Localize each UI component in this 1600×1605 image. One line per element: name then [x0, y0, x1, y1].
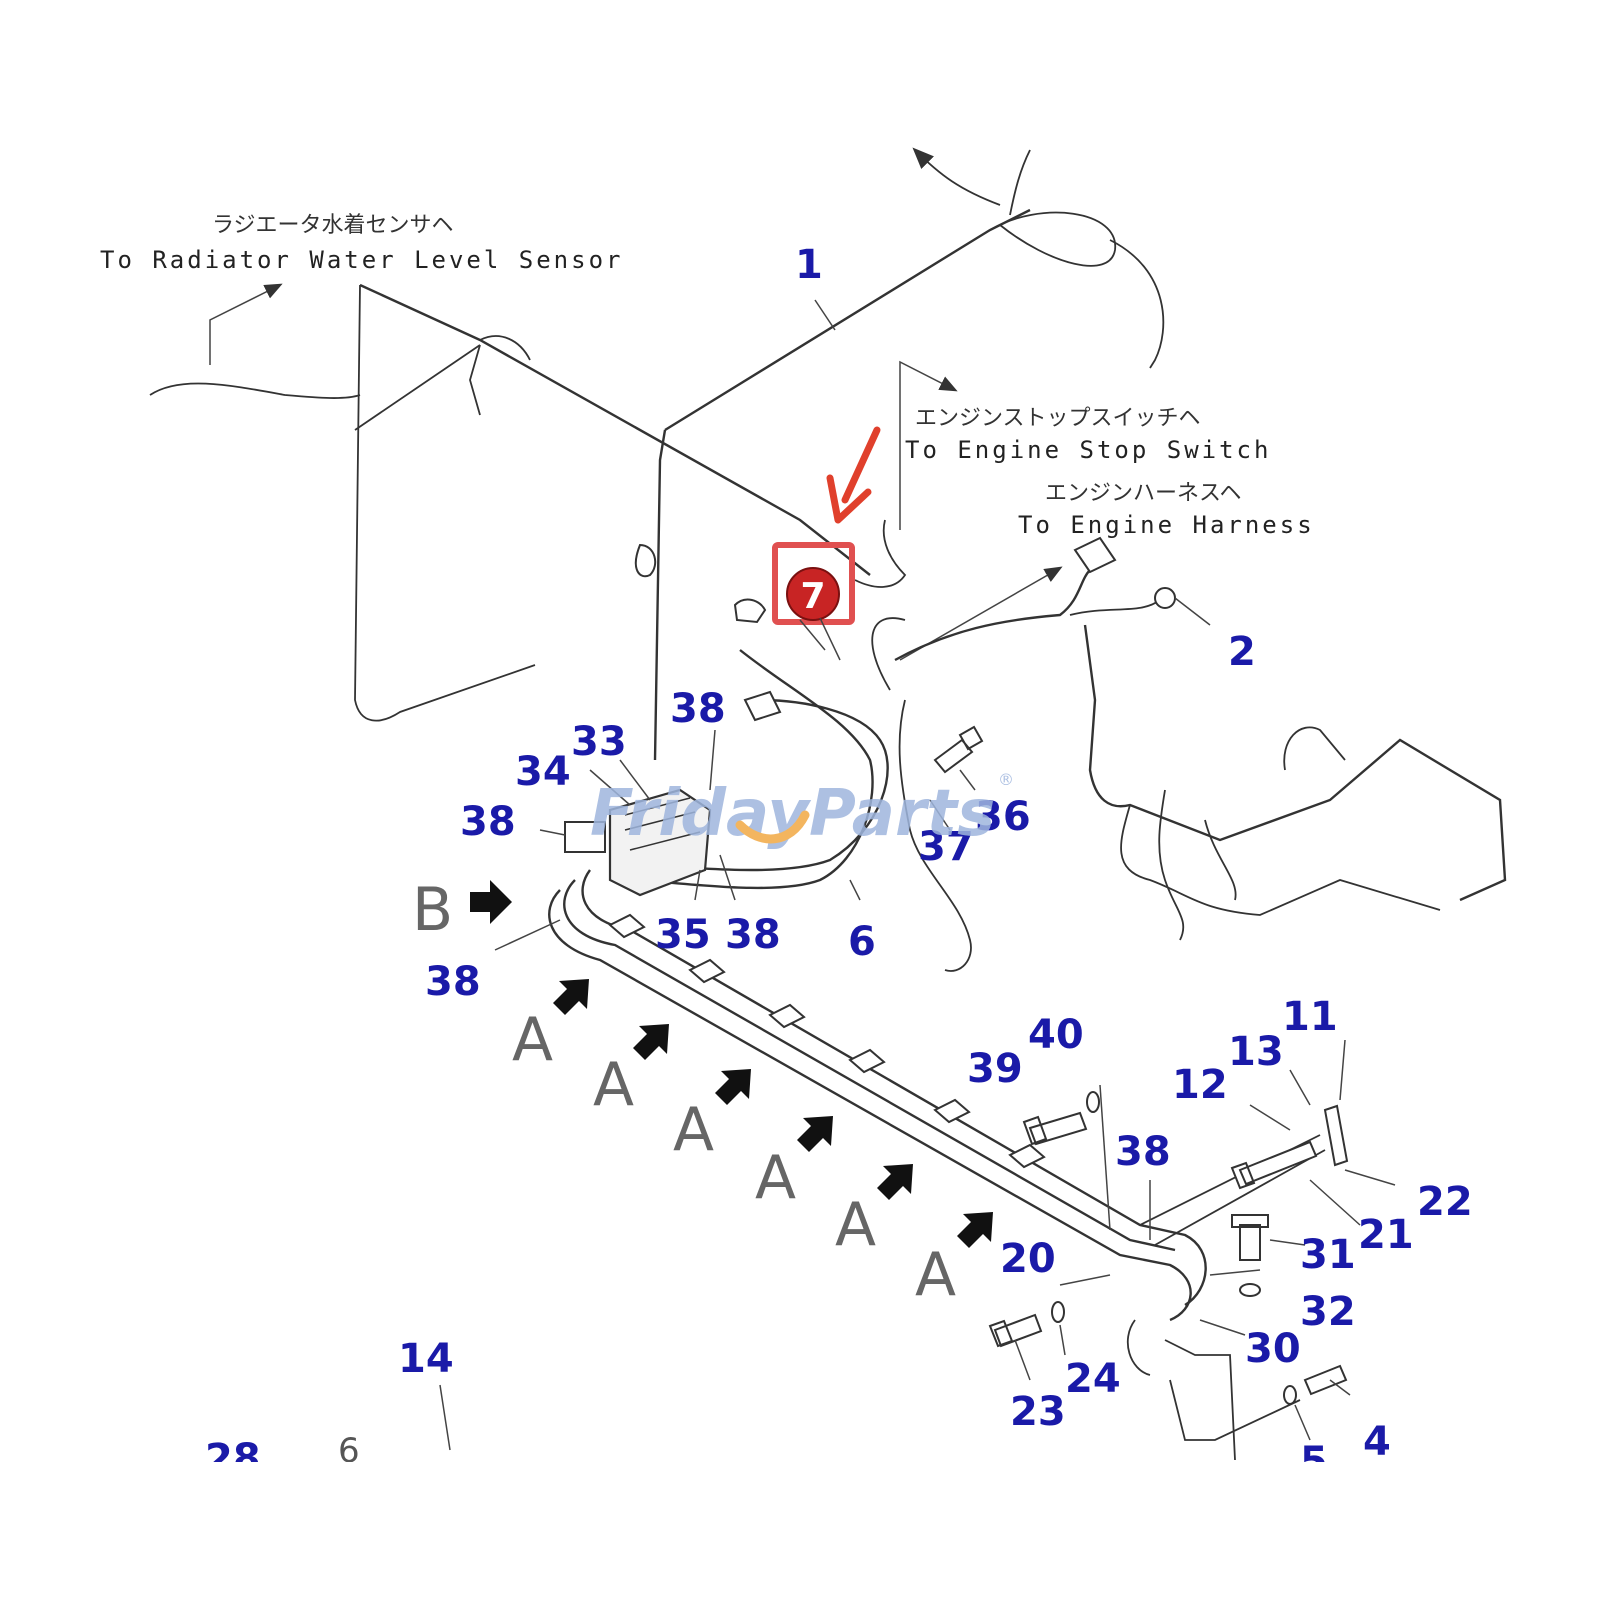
edge-fragment-6: 6 — [338, 1431, 360, 1471]
view-arrow-a6-icon — [957, 1212, 993, 1248]
bolt-39 — [1022, 1111, 1088, 1146]
part-label-30: 30 — [1245, 1326, 1301, 1372]
part-label-12: 12 — [1172, 1062, 1228, 1108]
note-harness-en: To Engine Harness — [1018, 511, 1315, 539]
part-label-13: 13 — [1228, 1029, 1284, 1075]
view-arrow-a5-icon — [877, 1164, 913, 1200]
part-label-4: 4 — [1363, 1419, 1391, 1465]
highlight-label: 7 — [800, 576, 825, 617]
routing-notes: ラジエータ水着センサヘ To Radiator Water Level Sens… — [100, 213, 1315, 539]
view-letter-a4: A — [755, 1143, 796, 1213]
part-label-22: 22 — [1417, 1179, 1473, 1225]
watermark-swoosh-icon — [735, 810, 810, 844]
part-label-6: 6 — [848, 919, 876, 965]
part-label-38-e: 38 — [1115, 1129, 1171, 1175]
part-label-31: 31 — [1300, 1232, 1356, 1278]
part-label-33: 33 — [571, 719, 627, 765]
part-label-35: 35 — [655, 912, 711, 958]
part-label-20: 20 — [1000, 1236, 1056, 1282]
view-letter-a2: A — [593, 1050, 634, 1120]
part-label-39: 39 — [967, 1046, 1023, 1092]
bolt-4 — [1303, 1364, 1348, 1396]
part-label-37: 37 — [918, 824, 974, 870]
bolt-23 — [988, 1313, 1043, 1348]
part-label-38-a: 38 — [670, 686, 726, 732]
highlight-box — [772, 542, 855, 625]
harness-wires — [149, 147, 1507, 1461]
part-label-38-c: 38 — [725, 912, 781, 958]
part-label-24: 24 — [1065, 1356, 1121, 1402]
watermark-registered: ® — [998, 770, 1014, 789]
view-arrow-a4-icon — [797, 1116, 833, 1152]
part-label-34: 34 — [515, 749, 571, 795]
part-label-32: 32 — [1300, 1289, 1356, 1335]
harness-clips — [608, 913, 1046, 1169]
washer-40 — [1086, 1091, 1100, 1113]
view-arrow-a1-icon — [553, 979, 589, 1015]
part-label-40: 40 — [1028, 1012, 1084, 1058]
part-label-14: 14 — [398, 1336, 454, 1382]
watermark-text: FridayParts — [590, 777, 995, 851]
leader-lines — [439, 299, 1396, 1451]
view-letter-b: B — [412, 875, 453, 945]
part-label-36: 36 — [975, 794, 1031, 840]
bolt-36 — [933, 725, 984, 774]
part-label-38-b: 38 — [460, 799, 516, 845]
view-letter-a1: A — [512, 1005, 553, 1075]
components — [564, 536, 1349, 1405]
highlight-part-7: 7 — [772, 426, 881, 661]
note-stop-jp: エンジンストップスイッチヘ — [915, 406, 1201, 431]
arrow-pointer-icon — [841, 426, 881, 504]
bolt-31 — [1231, 1214, 1269, 1261]
view-letter-a5: A — [835, 1190, 876, 1260]
note-harness-jp: エンジンハーネスヘ — [1045, 481, 1241, 506]
view-arrow-a2-icon — [633, 1024, 669, 1060]
view-arrow-a3-icon — [715, 1069, 751, 1105]
note-radiator-jp: ラジエータ水着センサヘ — [212, 213, 454, 238]
part-label-1: 1 — [795, 242, 823, 288]
highlight-badge — [786, 567, 840, 621]
part-label-11: 11 — [1282, 994, 1338, 1040]
part-label-38-d: 38 — [425, 959, 481, 1005]
bolt-12 — [1230, 1140, 1318, 1190]
view-letter-a6: A — [915, 1240, 956, 1310]
bottom-crop — [0, 1462, 1600, 1600]
view-arrows: B A A A A A A — [412, 875, 993, 1310]
note-radiator-en: To Radiator Water Level Sensor — [100, 246, 623, 274]
note-stop-en: To Engine Stop Switch — [905, 436, 1271, 464]
view-arrow-b-icon — [470, 880, 512, 924]
part-label-21: 21 — [1358, 1212, 1414, 1258]
watermark: FridayParts ® — [590, 770, 1014, 851]
part-label-2: 2 — [1228, 629, 1256, 675]
part-label-23: 23 — [1010, 1389, 1066, 1435]
view-letter-a3: A — [673, 1095, 714, 1165]
